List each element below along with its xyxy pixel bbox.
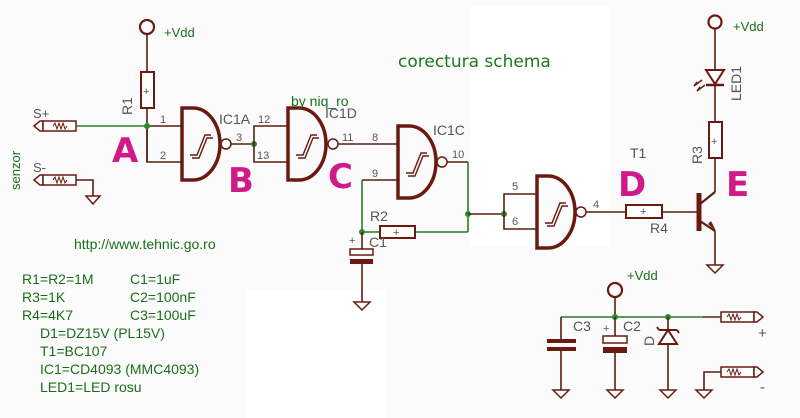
svg-text:R1: R1 xyxy=(119,97,135,115)
svg-text:R4: R4 xyxy=(650,220,668,236)
svg-text:-: - xyxy=(760,379,765,396)
svg-text:9: 9 xyxy=(372,168,378,180)
bom-item: IC1=CD4093 (MMC4093) xyxy=(40,361,199,377)
capacitor-c1: C1 + xyxy=(349,234,387,264)
ground-symbol xyxy=(705,264,725,275)
svg-text:+Vdd: +Vdd xyxy=(164,25,195,40)
power-plus-connector: + xyxy=(720,311,767,342)
bom-item: R3=1K xyxy=(22,289,66,305)
node-label-a: A xyxy=(112,131,139,171)
bom-item: R4=4K7 xyxy=(22,307,73,323)
svg-text:2: 2 xyxy=(160,150,166,162)
svg-text:C2: C2 xyxy=(623,318,641,334)
wire xyxy=(703,371,721,390)
node-label-d: D xyxy=(618,165,646,205)
svg-text:C1: C1 xyxy=(369,234,387,250)
author-label: by niq_ro xyxy=(291,93,349,109)
svg-text:+: + xyxy=(349,235,355,247)
svg-text:+: + xyxy=(640,206,646,218)
bom-item: C1=1uF xyxy=(130,271,180,287)
svg-text:8: 8 xyxy=(372,132,378,144)
ground-symbol xyxy=(605,389,625,400)
svg-text:+: + xyxy=(143,86,149,98)
svg-text:1: 1 xyxy=(160,114,166,126)
node-label-e: E xyxy=(726,165,749,205)
svg-text:LED1: LED1 xyxy=(728,66,744,101)
svg-text:T1: T1 xyxy=(630,145,647,161)
svg-text:+: + xyxy=(758,325,767,342)
capacitor-c2: + C2 xyxy=(602,318,641,353)
nand-gate-ic1c: 8 9 10 IC1C xyxy=(372,122,465,200)
website-url[interactable]: http://www.tehnic.go.ro xyxy=(74,236,216,252)
resistor-r1: + R1 xyxy=(119,71,155,115)
svg-text:S+: S+ xyxy=(33,106,49,121)
svg-text:4: 4 xyxy=(593,199,599,211)
svg-text:+Vdd: +Vdd xyxy=(733,19,764,34)
svg-text:5: 5 xyxy=(512,181,518,193)
capacitor-c3: C3 xyxy=(547,318,591,351)
background-patch xyxy=(245,290,385,418)
zener-diode-d1: D xyxy=(641,326,680,346)
bom-item: D1=DZ15V (PL15V) xyxy=(40,325,165,341)
parts-list: R1=R2=1M R3=1K R4=4K7 C1=1uF C2=100nF C3… xyxy=(22,271,199,395)
junction xyxy=(144,123,150,129)
sensor-label: senzor xyxy=(8,150,23,190)
ground-symbol xyxy=(352,301,372,312)
resistor-r4: + R4 xyxy=(625,204,668,236)
svg-text:12: 12 xyxy=(258,114,270,126)
wire xyxy=(76,179,94,196)
svg-text:+: + xyxy=(711,136,717,148)
transistor-t1: T1 xyxy=(630,145,716,232)
svg-text:IC1C: IC1C xyxy=(433,122,465,138)
ground-symbol xyxy=(84,195,102,206)
ground-symbol xyxy=(694,389,714,400)
svg-text:IC1A: IC1A xyxy=(219,111,251,127)
bom-item: LED1=LED rosu xyxy=(40,379,142,395)
resistor-r2: + R2 xyxy=(370,208,416,239)
ground-symbol xyxy=(551,389,571,400)
bom-item: C3=100uF xyxy=(130,307,196,323)
ground-symbol xyxy=(658,389,678,400)
bom-item: C2=100nF xyxy=(130,289,196,305)
sensor-plus-connector: S+ xyxy=(32,106,77,132)
node-label-c: C xyxy=(328,157,353,197)
bom-item: R1=R2=1M xyxy=(22,271,94,287)
node-label-b: B xyxy=(228,161,254,201)
resistor-r3: + R3 xyxy=(689,121,723,164)
sensor-minus-connector: S- xyxy=(32,160,77,186)
wire xyxy=(146,126,182,163)
diagram-title: corectura schema xyxy=(398,52,551,72)
svg-text:R3: R3 xyxy=(689,146,705,164)
nand-gate-ic1a: 1 2 3 IC1A xyxy=(160,106,251,182)
svg-text:6: 6 xyxy=(512,216,518,228)
svg-text:S-: S- xyxy=(33,160,46,175)
vdd-terminal-3: +Vdd xyxy=(606,268,658,299)
svg-text:R2: R2 xyxy=(370,208,388,224)
wire xyxy=(503,193,537,230)
svg-text:C3: C3 xyxy=(573,318,591,334)
svg-text:IC1D: IC1D xyxy=(325,105,357,121)
svg-text:D: D xyxy=(641,336,657,346)
svg-text:+: + xyxy=(393,227,399,239)
vdd-terminal-1: +Vdd xyxy=(138,18,195,40)
svg-text:11: 11 xyxy=(342,132,353,144)
bom-item: T1=BC107 xyxy=(40,343,108,359)
svg-text:10: 10 xyxy=(452,149,464,161)
svg-text:3: 3 xyxy=(236,132,242,144)
nand-gate-ic1b: 5 6 4 xyxy=(512,174,599,250)
vdd-terminal-2: +Vdd xyxy=(707,14,764,34)
nand-gate-ic1d: 12 13 11 IC1D xyxy=(257,105,357,182)
svg-text:+Vdd: +Vdd xyxy=(627,268,658,283)
wire xyxy=(253,125,288,163)
led-led1: LED1 xyxy=(693,66,744,101)
power-minus-connector: - xyxy=(720,366,765,396)
svg-text:13: 13 xyxy=(257,150,269,162)
svg-text:+: + xyxy=(603,323,609,335)
